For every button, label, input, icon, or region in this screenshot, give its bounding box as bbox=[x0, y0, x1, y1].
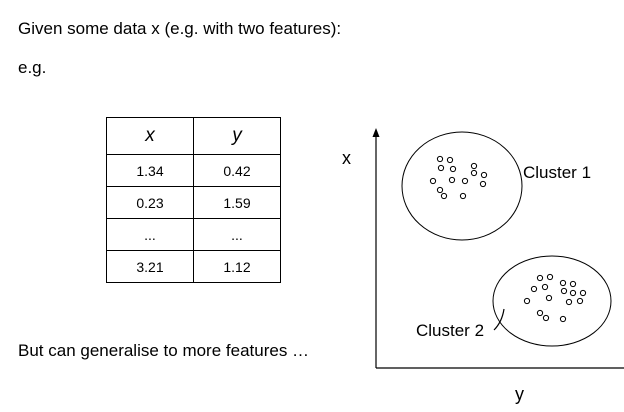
y-axis-label: y bbox=[515, 384, 524, 404]
scatter-point bbox=[559, 315, 567, 323]
scatter-point bbox=[569, 280, 577, 288]
scatter-point bbox=[536, 274, 544, 282]
table-header-y: y bbox=[193, 117, 281, 155]
cluster-1-label: Cluster 1 bbox=[523, 163, 591, 182]
scatter-point bbox=[436, 155, 444, 163]
scatter-point bbox=[440, 192, 448, 200]
table-header-row: x y bbox=[106, 117, 281, 155]
scatter-point bbox=[429, 177, 437, 185]
scatter-point bbox=[536, 309, 544, 317]
scatter-point bbox=[523, 297, 531, 305]
scatter-point bbox=[449, 165, 457, 173]
scatter-point bbox=[565, 298, 573, 306]
scatter-point bbox=[579, 289, 587, 297]
scatter-point bbox=[541, 283, 549, 291]
scatter-point bbox=[542, 314, 550, 322]
cluster-2-boundary bbox=[492, 255, 612, 347]
scatter-point bbox=[559, 279, 567, 287]
axis-arrowhead bbox=[372, 128, 380, 137]
table-cell: ... bbox=[193, 218, 281, 251]
table-cell: 3.21 bbox=[106, 250, 194, 283]
scatter-point bbox=[576, 297, 584, 305]
scatter-point bbox=[446, 156, 454, 164]
cluster-2-pointer bbox=[493, 308, 505, 331]
scatter-point bbox=[461, 177, 469, 185]
table-cell: ... bbox=[106, 218, 194, 251]
scatter-point bbox=[437, 164, 445, 172]
table-cell: 0.42 bbox=[193, 154, 281, 187]
cluster-1-boundary bbox=[401, 131, 523, 241]
scatter-point bbox=[448, 176, 456, 184]
generalise-text: But can generalise to more features … bbox=[18, 341, 310, 360]
scatter-point bbox=[545, 294, 553, 302]
table-header-x: x bbox=[106, 117, 194, 155]
scatter-point bbox=[560, 287, 568, 295]
table-cell: 0.23 bbox=[106, 186, 194, 219]
scatter-point bbox=[470, 169, 478, 177]
scatter-point bbox=[436, 186, 444, 194]
table-row: 3.21 1.12 bbox=[106, 250, 281, 283]
scatter-point bbox=[479, 180, 487, 188]
cluster-1-points bbox=[429, 155, 488, 200]
data-table: x y 1.34 0.42 0.23 1.59 ... ... 3.21 1.1… bbox=[106, 117, 281, 283]
intro-text: Given some data x (e.g. with two feature… bbox=[18, 19, 342, 38]
scatter-point bbox=[569, 289, 577, 297]
scatter-point bbox=[480, 171, 488, 179]
scatter-point bbox=[470, 162, 478, 170]
example-label: e.g. bbox=[18, 58, 47, 77]
table-row: 0.23 1.59 bbox=[106, 186, 281, 219]
scatter-point bbox=[546, 273, 554, 281]
scatter-point bbox=[459, 192, 467, 200]
table-cell: 1.12 bbox=[193, 250, 281, 283]
cluster-2-label: Cluster 2 bbox=[416, 321, 484, 340]
cluster-2-points bbox=[523, 273, 587, 323]
x-axis-label: x bbox=[342, 148, 351, 168]
table-row: ... ... bbox=[106, 218, 281, 251]
table-cell: 1.59 bbox=[193, 186, 281, 219]
scatter-point bbox=[530, 285, 538, 293]
